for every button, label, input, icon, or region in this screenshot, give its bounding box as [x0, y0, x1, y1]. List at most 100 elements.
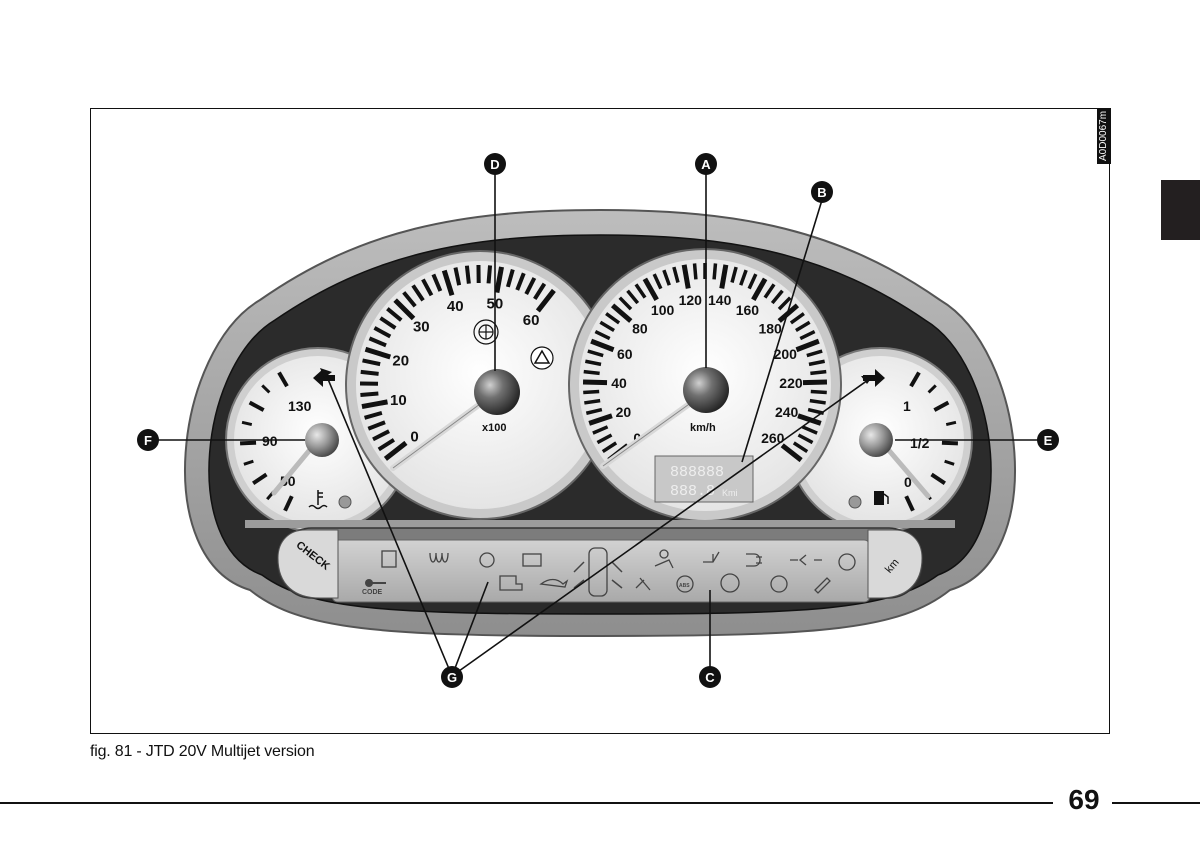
speedometer-ticks — [582, 263, 828, 463]
footer-rule-right — [1112, 802, 1200, 804]
fuel-tick — [941, 440, 959, 446]
temperature-tick — [241, 420, 253, 427]
speedometer-tick — [590, 338, 615, 353]
temp-indicator-lamp — [338, 495, 352, 509]
svg-text:E: E — [1044, 433, 1053, 448]
tachometer-tick — [383, 440, 408, 461]
speedometer-tick-label: 80 — [632, 321, 648, 337]
fuel-tick — [933, 400, 950, 412]
speedometer-tick — [795, 320, 811, 333]
airbag-icon — [659, 549, 669, 559]
tachometer-tick-label: 0 — [410, 428, 418, 445]
tachometer-hub — [474, 369, 520, 415]
tachometer-tick — [361, 399, 388, 409]
warning-triangle-icon — [530, 346, 554, 370]
speedometer-tick — [584, 359, 602, 367]
display-unit: Kmi — [722, 488, 738, 498]
callout-badge-B: B — [811, 181, 833, 203]
speedometer-tick-label: 100 — [651, 302, 675, 318]
speedometer-tick — [583, 389, 600, 395]
speedometer-tick — [599, 320, 615, 333]
fuel-tick — [945, 420, 957, 427]
callout-badge-D: D — [484, 153, 506, 175]
temperature-tick — [252, 472, 268, 485]
svg-text:F: F — [144, 433, 152, 448]
fuel-tick-1: 1 — [903, 398, 911, 414]
svg-text:D: D — [490, 157, 499, 172]
speedometer-tick — [588, 413, 613, 426]
right-turn-arrow-icon — [863, 369, 885, 387]
speedometer-tick — [799, 329, 816, 341]
speedometer-tick-label: 140 — [708, 292, 732, 308]
callout-badge-E: E — [1037, 429, 1059, 451]
speedometer-tick — [801, 425, 818, 435]
passenger-airbag-off-icon — [703, 551, 720, 563]
tachometer-tick — [372, 429, 390, 442]
tachometer-tick — [441, 269, 455, 297]
door-open-icon — [381, 550, 397, 568]
speedometer-tick — [763, 283, 776, 299]
temperature-tick — [277, 371, 289, 388]
battery-icon — [522, 553, 542, 567]
tachometer-tick — [364, 346, 392, 360]
tachometer-tick — [524, 277, 537, 295]
speedometer-tick — [810, 389, 827, 395]
speedometer-tick — [601, 441, 618, 454]
speedometer-tick-label: 240 — [775, 404, 799, 420]
car-doors-icon — [588, 547, 608, 597]
tachometer-tick — [360, 369, 379, 376]
temp-tick-50: 50 — [280, 473, 296, 489]
odometer-display — [654, 455, 754, 503]
fuel-tick — [944, 459, 955, 466]
tachometer-tick-label: 20 — [392, 353, 409, 370]
speedometer-tick — [751, 277, 768, 301]
fuel-filter-icon — [814, 577, 831, 594]
speedometer-tick — [587, 349, 604, 358]
speedometer-tick — [739, 269, 748, 286]
tachometer-ticks — [359, 264, 556, 461]
tachometer-tick — [402, 291, 417, 308]
odometer-digits: 888888 — [670, 464, 724, 481]
speedometer-tick — [583, 369, 600, 376]
speedometer-tick — [681, 264, 691, 289]
footer-rule-left — [0, 802, 1053, 804]
tachometer-tick — [535, 288, 556, 313]
tachometer-tick-label: 10 — [390, 392, 407, 409]
speedometer-tick-label: 200 — [774, 346, 798, 362]
tachometer-tick — [386, 307, 403, 322]
glow-plug-icon — [429, 552, 449, 563]
speedometer-tick — [770, 289, 784, 305]
speedometer-tick-label: 180 — [758, 321, 782, 337]
figure-caption: fig. 81 - JTD 20V Multijet version — [90, 743, 315, 760]
tachometer-tick — [379, 316, 397, 330]
trip-reset-button[interactable]: km — [867, 529, 923, 599]
speedometer-tick — [747, 273, 758, 290]
speedometer-tick — [618, 296, 633, 311]
fuel-tick — [930, 472, 946, 485]
warning-lights-panel — [277, 527, 923, 603]
temperature-hub — [305, 423, 339, 457]
tachometer-tick — [393, 298, 416, 321]
tachometer-tick — [464, 265, 471, 284]
fuel-tick — [904, 495, 915, 512]
seat-belt-icon — [635, 577, 651, 591]
tachometer-tick-label: 60 — [523, 312, 540, 329]
speedometer-tick — [719, 264, 729, 289]
speedometer-tick — [610, 303, 633, 323]
speedometer-tick — [808, 359, 826, 367]
callout-badge-G: G — [441, 666, 463, 688]
check-button[interactable]: CHECK — [277, 529, 339, 599]
speedometer-tick — [797, 413, 822, 426]
speedometer-tick — [712, 263, 718, 280]
speedometer-tick — [596, 433, 613, 445]
fuel-tick-half: 1/2 — [910, 435, 930, 451]
fuel-tick — [909, 371, 921, 388]
svg-text:C: C — [705, 670, 715, 685]
tachometer-tick — [486, 265, 493, 284]
speedometer-tick — [780, 443, 803, 463]
section-tab-marker — [1161, 180, 1200, 240]
speedometer-tick-label: 120 — [679, 292, 703, 308]
